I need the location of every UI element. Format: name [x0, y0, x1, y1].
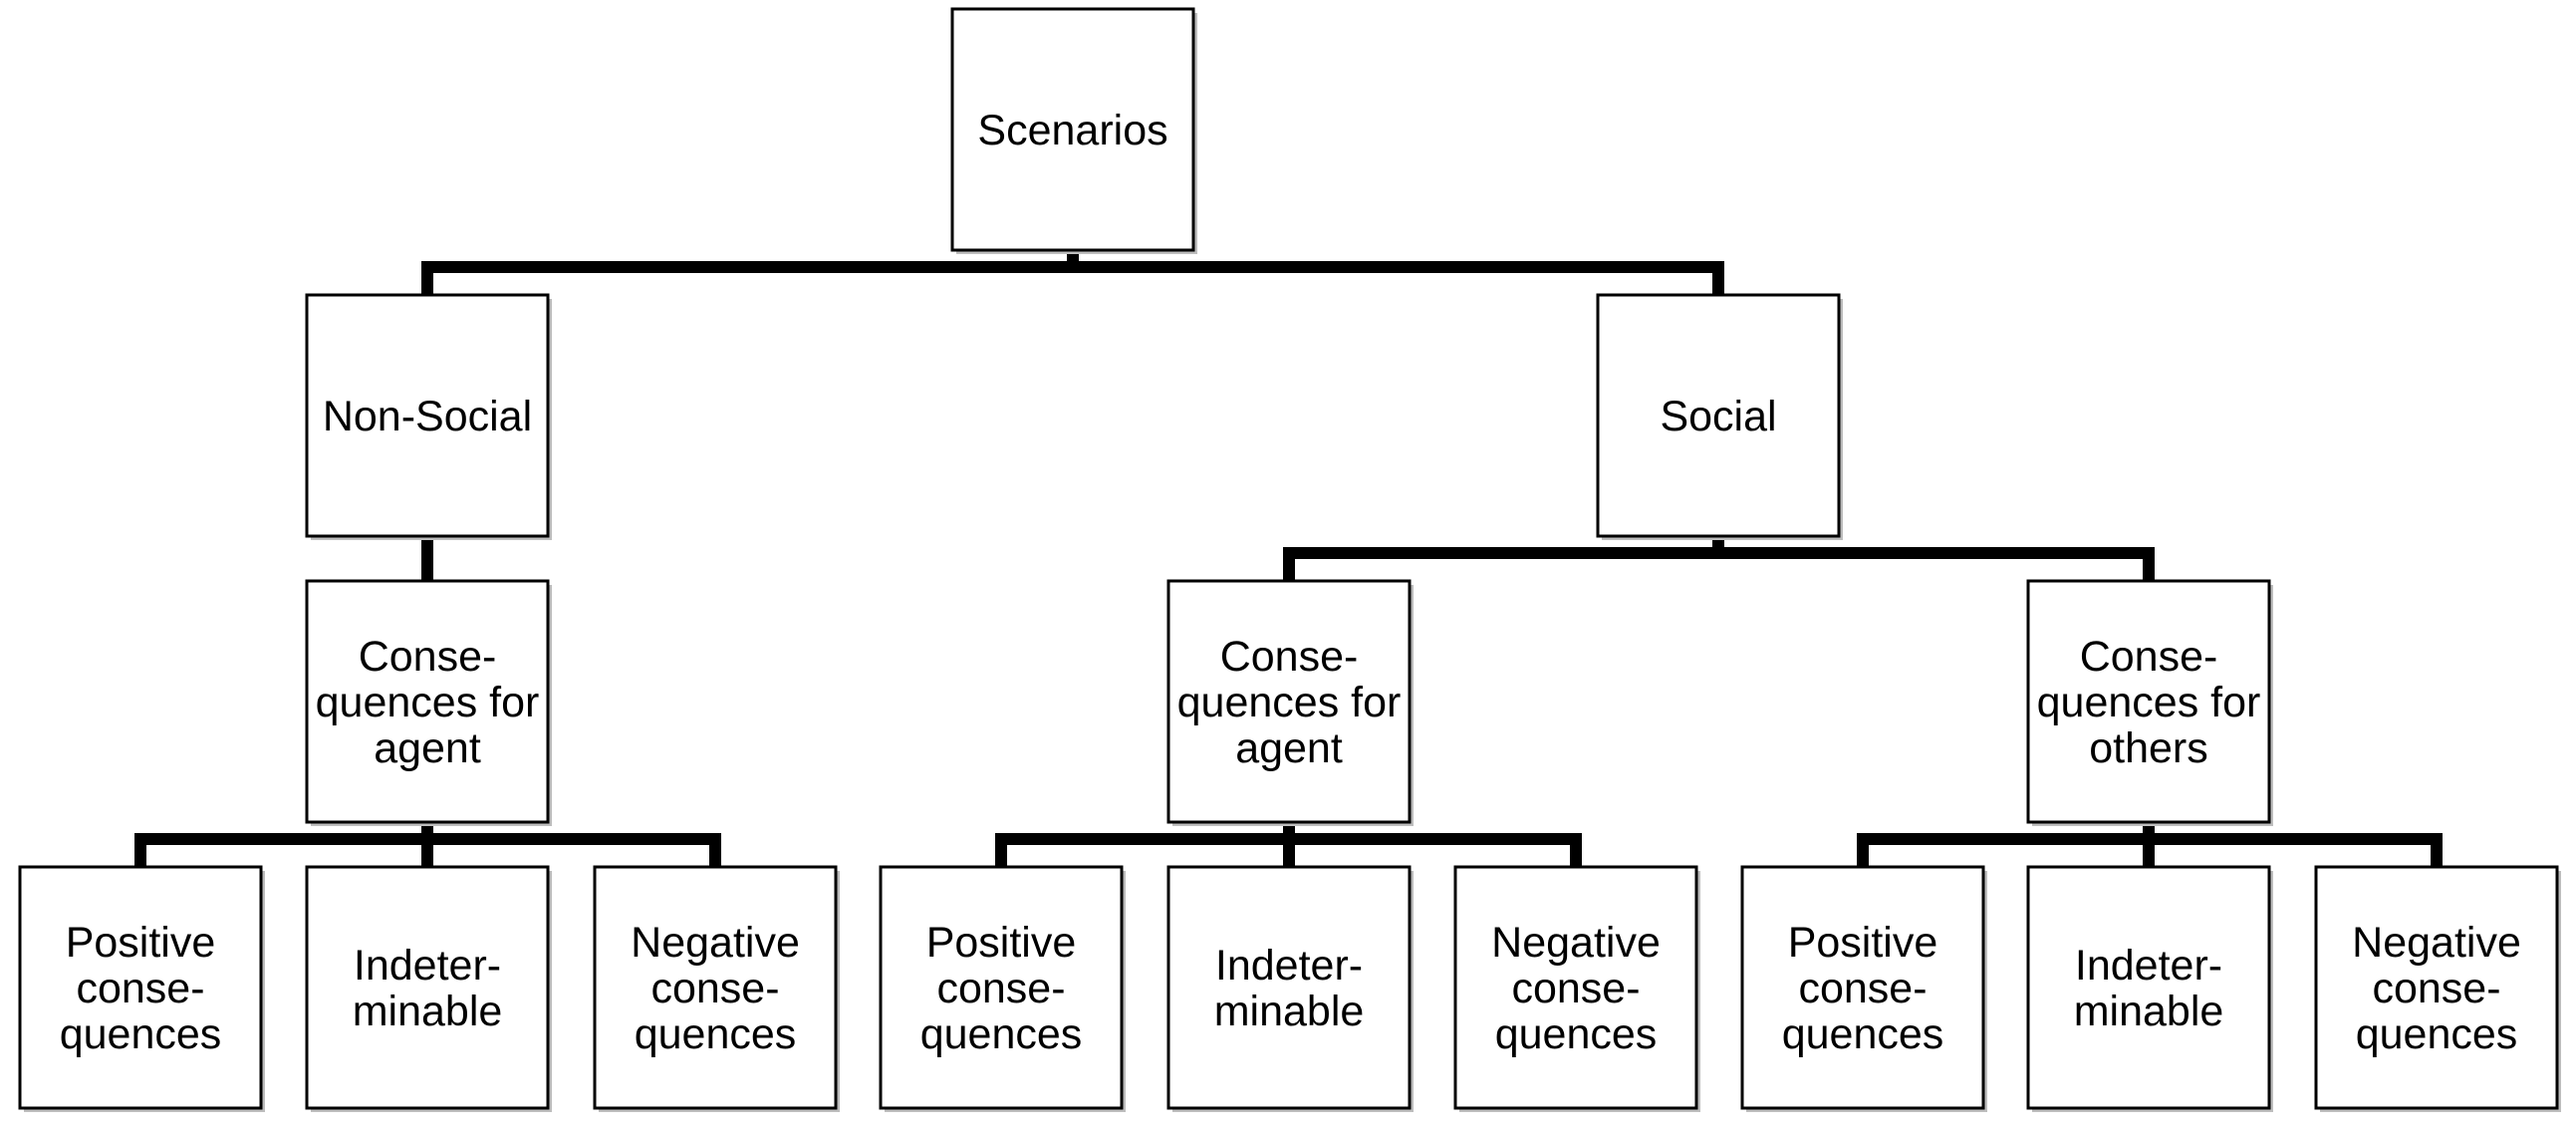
node-box [18, 865, 263, 1110]
node-s-others-indeterminable: Indeter-minable [2026, 865, 2273, 1112]
node-label-line: minable [2074, 988, 2224, 1035]
node-box [879, 865, 1124, 1110]
node-label-line: quences for [1177, 679, 1402, 726]
node-label-line: Conse- [1220, 633, 1359, 681]
node-label: Indeter-minable [1214, 942, 1365, 1035]
node-label-line: Positive [1788, 919, 1938, 967]
node-label-line: Negative [631, 919, 800, 967]
node-label-line: quences [1495, 1010, 1658, 1058]
node-label-line: quences [60, 1010, 222, 1058]
node-label-line: conse- [76, 965, 204, 1012]
node-box [1596, 293, 1841, 538]
node-label-line: minable [353, 988, 503, 1035]
node-label-line: minable [1214, 988, 1365, 1035]
node-box [2026, 579, 2271, 824]
node-s-agent-indeterminable: Indeter-minable [1166, 865, 1414, 1112]
node-label-line: Conse- [2080, 633, 2218, 681]
node-label-line: quences [1782, 1010, 1944, 1058]
node-label: Non-Social [323, 393, 532, 440]
node-label-line: conse- [1511, 965, 1640, 1012]
node-label-line: conse- [1798, 965, 1927, 1012]
node-label-line: Social [1660, 393, 1776, 440]
node-label-line: others [2089, 724, 2208, 772]
node-label-line: Negative [1491, 919, 1661, 967]
node-box [593, 865, 838, 1110]
node-ns-agent-indeterminable: Indeter-minable [305, 865, 552, 1112]
node-label-line: Scenarios [977, 107, 1167, 154]
node-social: Social [1596, 293, 1843, 540]
node-label-line: quences [635, 1010, 797, 1058]
node-label-line: agent [374, 724, 481, 772]
node-label-line: Negative [2352, 919, 2521, 967]
node-label-line: quences for [2037, 679, 2261, 726]
node-box [1453, 865, 1698, 1110]
node-non-social: Non-Social [305, 293, 552, 540]
node-label: Indeter-minable [353, 942, 503, 1035]
node-box [950, 7, 1195, 252]
node-box [305, 579, 550, 824]
node-label-line: conse- [650, 965, 779, 1012]
node-label-line: conse- [936, 965, 1065, 1012]
node-label-line: Conse- [359, 633, 497, 681]
node-label-line: Positive [926, 919, 1077, 967]
node-label-line: Indeter- [354, 942, 501, 990]
node-label-line: agent [1235, 724, 1343, 772]
node-box [1166, 579, 1412, 824]
node-label-line: Indeter- [1215, 942, 1363, 990]
node-label-line: Non-Social [323, 393, 532, 440]
node-label-line: quences for [316, 679, 540, 726]
node-label: Scenarios [977, 107, 1167, 154]
node-label-line: quences [920, 1010, 1083, 1058]
node-label: Social [1660, 393, 1776, 440]
node-label-line: Positive [66, 919, 216, 967]
node-label-line: conse- [2372, 965, 2500, 1012]
node-box [1740, 865, 1985, 1110]
node-box [1166, 865, 1412, 1110]
node-box [2026, 865, 2271, 1110]
node-box [305, 293, 550, 538]
node-label-line: Indeter- [2075, 942, 2222, 990]
node-box [305, 865, 550, 1110]
node-box [2314, 865, 2559, 1110]
node-root: Scenarios [950, 7, 1197, 254]
node-label-line: quences [2356, 1010, 2518, 1058]
node-label: Indeter-minable [2074, 942, 2224, 1035]
